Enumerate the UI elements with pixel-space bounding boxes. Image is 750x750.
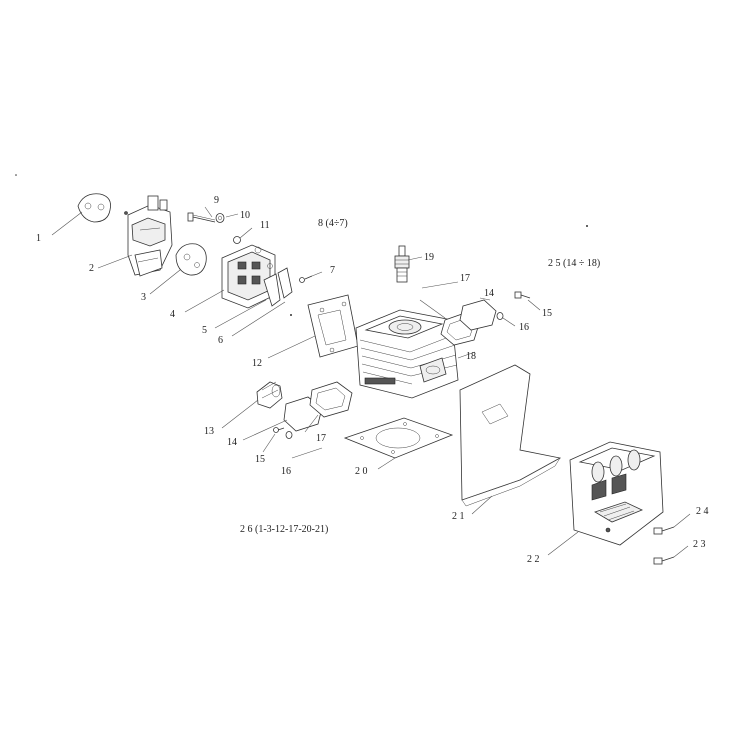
part-10-washer [215, 213, 239, 223]
part-23-screw [653, 545, 689, 565]
label-21: 2 1 [452, 511, 465, 522]
part-3-gasket [149, 243, 207, 295]
part-16-upper-washer [496, 312, 516, 327]
label-22: 2 2 [527, 554, 540, 565]
part-15-lower-screw [262, 427, 285, 453]
part-9-bolt [187, 206, 216, 223]
part-6-screw [231, 301, 286, 337]
part-21-heat-shield [459, 364, 562, 515]
part-17-lower-gasket [304, 381, 353, 433]
part-19-spark-plug [394, 245, 423, 283]
label-12: 12 [252, 358, 262, 369]
part-2-carburetor [97, 195, 173, 277]
part-18-cylinder [355, 309, 476, 399]
label-13: 13 [204, 426, 214, 437]
part-4-filter-base [184, 244, 276, 313]
label-10: 10 [240, 210, 250, 221]
part-16-lower-washer [285, 431, 323, 459]
part-1-gasket [51, 193, 111, 236]
label-19: 19 [424, 252, 434, 263]
part-24-screw [653, 513, 691, 535]
label-3: 3 [141, 292, 146, 303]
label-26: 2 6 (1-3-12-17-20-21) [240, 524, 328, 535]
part-7-screw [299, 271, 323, 283]
label-24: 2 4 [696, 506, 709, 517]
label-1: 1 [36, 233, 41, 244]
label-18: 18 [466, 351, 476, 362]
part-22-muffler [547, 441, 664, 556]
label-4: 4 [170, 309, 175, 320]
label-11: 11 [260, 220, 270, 231]
label-5: 5 [202, 325, 207, 336]
label-9: 9 [214, 195, 219, 206]
label-25: 2 5 (14 ÷ 18) [548, 258, 600, 269]
label-17-lower: 17 [316, 433, 326, 444]
label-23: 2 3 [693, 539, 706, 550]
label-7: 7 [330, 265, 335, 276]
label-2: 2 [89, 263, 94, 274]
part-14-upper-plate [459, 297, 497, 331]
label-6: 6 [218, 335, 223, 346]
label-8: 8 (4÷7) [318, 218, 348, 229]
label-16-lower: 16 [281, 466, 291, 477]
part-5-plate [214, 267, 293, 329]
label-16-upper: 16 [519, 322, 529, 333]
label-15-upper: 15 [542, 308, 552, 319]
part-12-gasket [267, 294, 359, 359]
label-20: 2 0 [355, 466, 368, 477]
part-11-nut [233, 227, 253, 244]
part-20-base-gasket [343, 417, 454, 470]
part-13-spacer [221, 381, 283, 429]
label-14-lower: 14 [227, 437, 237, 448]
label-15-lower: 15 [255, 454, 265, 465]
part-labels: 1 2 3 4 5 6 7 8 (4÷7) 9 10 11 12 13 14 1… [36, 195, 709, 565]
label-14-upper: 14 [484, 288, 494, 299]
label-17-upper: 17 [460, 273, 470, 284]
part-15-upper-screw [514, 291, 541, 311]
